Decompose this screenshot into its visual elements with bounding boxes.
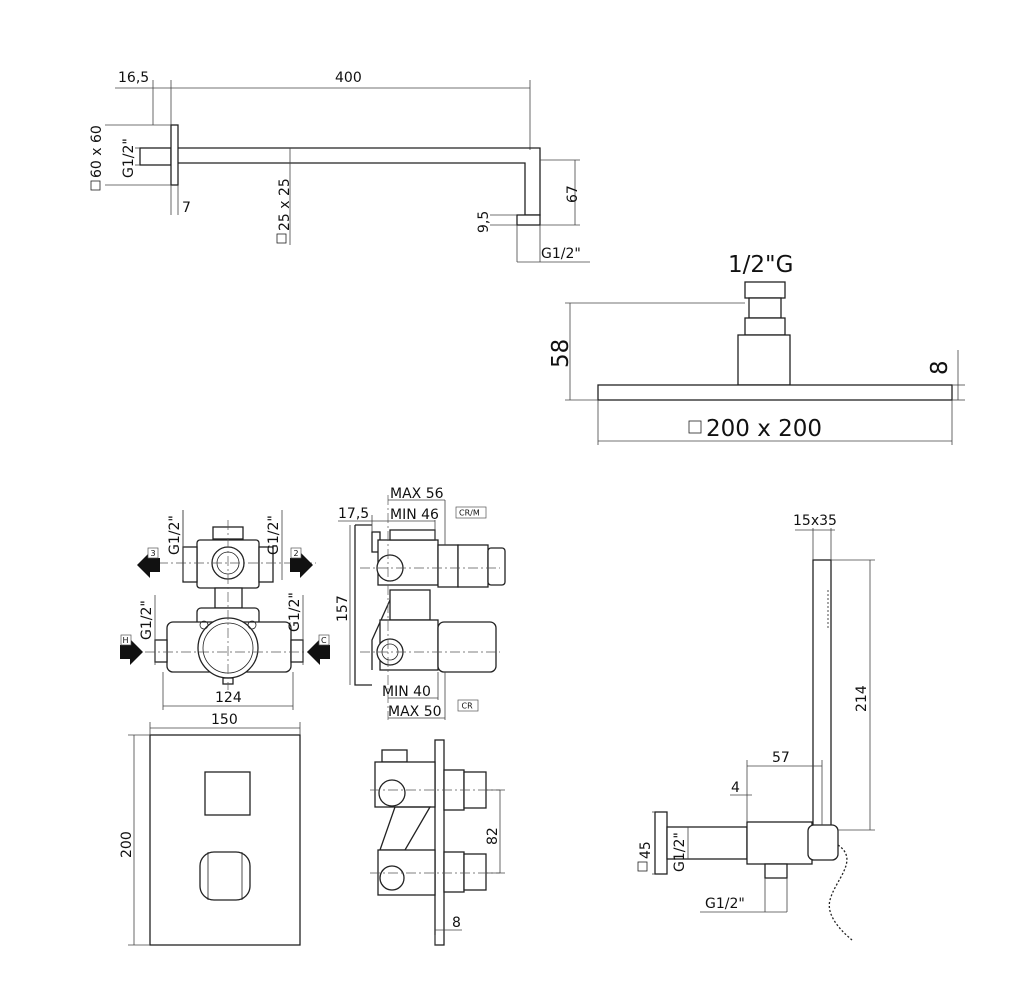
cold-inlet-label: C <box>321 636 327 645</box>
square-handle <box>204 771 251 816</box>
arm-section-label: 25 x 25 <box>277 178 293 231</box>
plate-thickness-label: 8 <box>452 915 461 931</box>
shower-head-drawing: 1/2"G 58 8 200 x 200 <box>548 252 965 445</box>
arm-outlet <box>516 214 541 226</box>
outlet-3-arrow-icon <box>137 552 160 578</box>
outlet-inlet-label: G1/2" <box>672 832 688 872</box>
trim-side-drawing: 82 8 <box>370 739 505 946</box>
arm-wall-plate <box>170 124 179 186</box>
arm-outlet-label: G1/2" <box>541 246 581 262</box>
shower-arm-drawing: 16,5 400 60 x 60 G1/2" 7 25 x 25 9,5 67 … <box>89 70 590 263</box>
plate-width-label: 150 <box>211 712 238 728</box>
arm-outlet-length-label: 9,5 <box>476 211 492 233</box>
valve-body-width-label: 124 <box>215 690 242 706</box>
arm-plate-thickness-label: 7 <box>182 200 191 216</box>
head-size-label: 200 x 200 <box>706 416 822 442</box>
round-handle <box>199 851 251 901</box>
handle-spacing-label: 82 <box>485 827 501 845</box>
wall-outlet-plate <box>654 811 668 875</box>
badge-cr <box>457 699 479 712</box>
depth-min-top-label: MIN 46 <box>390 507 439 523</box>
depth-max-top-label: MAX 56 <box>390 486 444 502</box>
depth-min-bottom-label: MIN 40 <box>382 684 431 700</box>
outlet-2-arrow-icon <box>290 552 313 578</box>
hand-shower-holder <box>807 824 839 861</box>
head-body <box>737 334 791 386</box>
arm-plate-depth-label: 16,5 <box>118 70 149 86</box>
port-top-right-label: G1/2" <box>266 515 282 555</box>
outlet-hose-label: G1/2" <box>705 896 745 912</box>
head-thread-label: 1/2"G <box>728 252 793 278</box>
valve-front-drawing: 3 2 H C G1/2" G1/2" G1/2" G1/2" 124 <box>120 510 330 710</box>
hand-shower-section-label: 15x35 <box>793 513 837 529</box>
hot-inlet-arrow-icon <box>120 639 143 665</box>
arm-length-label: 400 <box>335 70 362 86</box>
wall-outlet-body <box>746 821 813 865</box>
hand-shower-length-label: 214 <box>854 685 870 712</box>
valve-side-drawing: MAX 56 MIN 46 17,5 CR/M 157 MIN 40 MAX 5… <box>335 486 506 720</box>
square-symbol-icon <box>90 180 101 191</box>
hose <box>828 844 853 941</box>
hand-shower-drawing: 15x35 214 57 4 45 G1/2" G1/2" <box>637 513 875 941</box>
outlet-3-label: 3 <box>151 549 156 558</box>
outlet-2-label: 2 <box>294 549 299 558</box>
head-thickness-label: 8 <box>927 360 953 375</box>
arm-inlet-label: G1/2" <box>121 138 137 178</box>
offset-label: 17,5 <box>338 506 369 522</box>
arm-drop-label: 67 <box>565 185 581 203</box>
arm-tube <box>178 147 541 216</box>
trim-plate <box>149 734 301 946</box>
badge-cr-m <box>455 506 487 519</box>
cold-inlet-arrow-icon <box>307 639 330 665</box>
square-symbol-icon <box>276 233 287 244</box>
arm-plate-size-label: 60 x 60 <box>89 125 105 178</box>
valve-height-label: 157 <box>335 595 351 622</box>
port-bottom-right-label: G1/2" <box>287 592 303 632</box>
port-bottom-left-label: G1/2" <box>139 600 155 640</box>
badge-cr-m-label: CR/M <box>459 509 480 518</box>
outlet-offset-label: 4 <box>731 780 740 796</box>
square-symbol-icon <box>688 420 702 434</box>
badge-cr-label: CR <box>462 702 474 711</box>
outlet-plate-label: 45 <box>638 841 654 859</box>
hot-inlet-label: H <box>123 636 129 645</box>
plate-height-label: 200 <box>119 831 135 858</box>
port-top-left-label: G1/2" <box>167 515 183 555</box>
depth-max-bottom-label: MAX 50 <box>388 704 442 720</box>
head-height-label: 58 <box>548 339 574 368</box>
outlet-projection-label: 57 <box>772 750 790 766</box>
square-symbol-icon <box>637 861 648 872</box>
head-plate <box>597 384 953 401</box>
trim-plate-drawing: 150 200 <box>119 712 301 946</box>
arm-inlet-pipe <box>139 147 172 166</box>
